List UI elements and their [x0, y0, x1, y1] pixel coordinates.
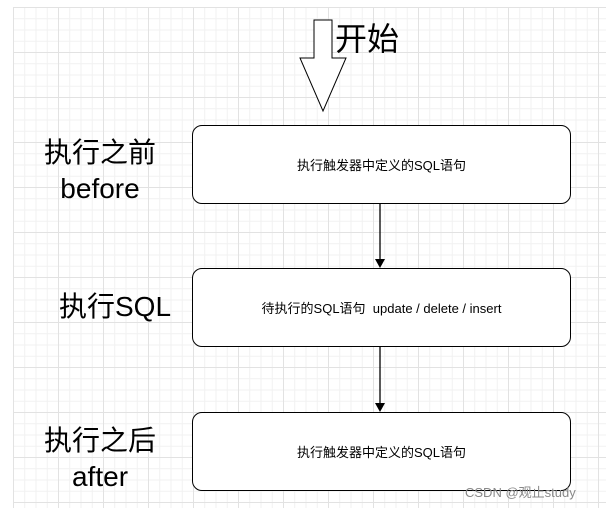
stage-before-title: 执行之前	[43, 137, 156, 168]
start-label: 开始	[335, 21, 400, 57]
stage-after-box: 执行触发器中定义的SQL语句	[192, 412, 571, 491]
watermark: CSDN @观止study	[465, 485, 576, 500]
stage-before-subtitle: before	[60, 173, 140, 204]
stage-sql-title: 执行SQL	[58, 291, 172, 322]
connector-1-head	[375, 259, 385, 268]
connector-2-head	[375, 403, 385, 412]
stage-before-box: 执行触发器中定义的SQL语句	[192, 125, 571, 204]
stage-sql-box: 待执行的SQL语句 update / delete / insert	[192, 268, 571, 347]
stage-after-title: 执行之后	[43, 425, 156, 456]
stage-after-subtitle: after	[71, 461, 129, 492]
start-arrow	[299, 19, 347, 113]
